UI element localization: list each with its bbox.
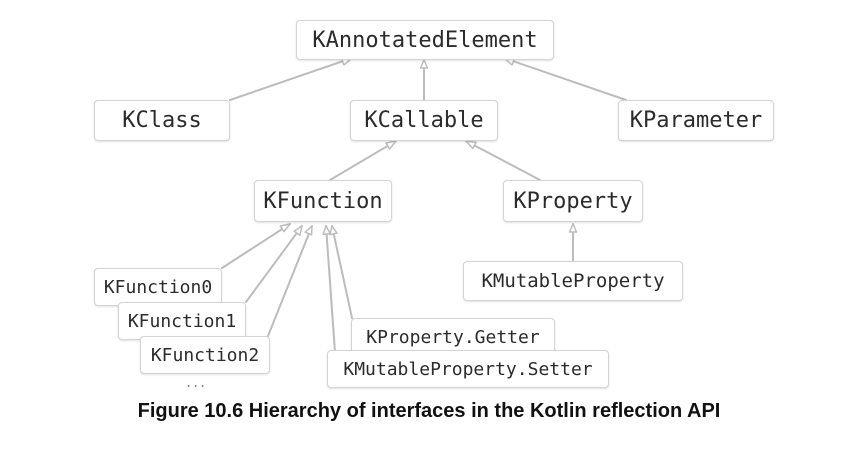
node-kmutableproperty-setter: KMutableProperty.Setter bbox=[327, 350, 609, 388]
node-kfunction1: KFunction1 bbox=[118, 302, 246, 340]
edge-kfunction-to-kcallable bbox=[329, 140, 397, 181]
node-kfunction0: KFunction0 bbox=[94, 268, 222, 306]
edge-kfunction2-to-kfunction bbox=[267, 225, 313, 337]
edge-kfunction1-to-kfunction bbox=[245, 225, 303, 303]
edge-kproperty-getter-to-kfunction bbox=[331, 225, 353, 319]
node-kcallable: KCallable bbox=[350, 100, 498, 141]
node-kmutableproperty: KMutableProperty bbox=[463, 261, 683, 301]
node-kproperty: KProperty bbox=[503, 180, 643, 222]
arrowhead-kfunction2 bbox=[304, 225, 313, 236]
arrowhead-kmutableproperty-setter bbox=[322, 225, 331, 235]
arrowhead-kfunction-up bbox=[385, 140, 397, 150]
figure-caption: Figure 10.6 Hierarchy of interfaces in t… bbox=[137, 400, 721, 422]
edge-kmutableproperty-setter-to-kfunction bbox=[325, 225, 336, 353]
node-kparameter: KParameter bbox=[618, 100, 774, 141]
edge-kproperty-to-kcallable bbox=[465, 140, 541, 181]
node-kproperty-getter: KProperty.Getter bbox=[351, 318, 555, 356]
arrowhead-kfunction0 bbox=[279, 223, 291, 233]
arrowhead-kproperty-getter bbox=[329, 225, 338, 236]
node-kfunction2: KFunction2 bbox=[140, 336, 270, 374]
arrowhead-kfunction1 bbox=[293, 225, 303, 237]
edge-kfunction0-to-kfunction bbox=[221, 223, 291, 269]
arrowhead-kmutableproperty bbox=[568, 223, 578, 233]
edge-kclass-to-kannotatedelement bbox=[229, 57, 353, 101]
arrowhead-kproperty-up bbox=[465, 140, 477, 150]
more-functions-ellipsis: ... bbox=[186, 372, 208, 391]
arrowhead-kcallable bbox=[419, 59, 429, 69]
node-kclass: KClass bbox=[94, 100, 230, 141]
edge-kparameter-to-kannotatedelement bbox=[503, 57, 627, 101]
node-kfunction: KFunction bbox=[254, 180, 392, 222]
node-kannotatedelement: KAnnotatedElement bbox=[296, 20, 554, 60]
